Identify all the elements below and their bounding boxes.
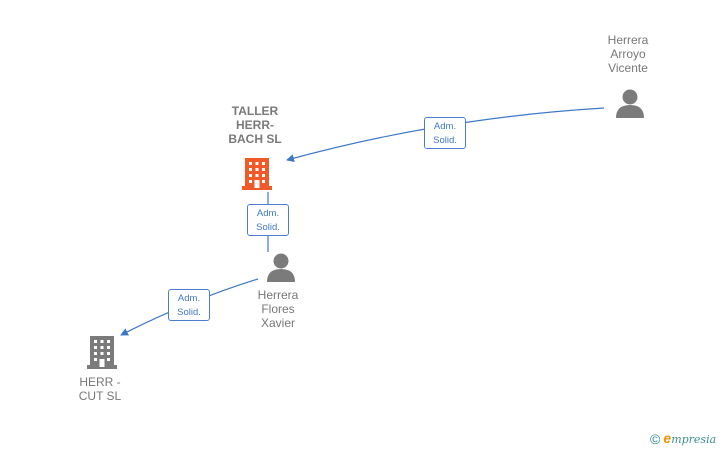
edge-badge-flores-taller[interactable]: Adm. Solid. [247, 204, 289, 236]
person-flores-label[interactable]: Herrera Flores Xavier [257, 288, 299, 330]
company-herrcut-label[interactable]: HERR - CUT SL [78, 375, 122, 403]
edge-role-line2: Solid. [433, 135, 457, 146]
empresia-logo: © empresia [650, 430, 717, 447]
person-arroyo-label[interactable]: Herrera Arroyo Vicente [607, 33, 649, 75]
edge-role-line2: Solid. [177, 307, 201, 318]
brand-e: e [663, 430, 672, 446]
edge-role-line1: Adm. [177, 293, 201, 304]
copyright-symbol: © [650, 431, 661, 447]
edge-badge-flores-herrcut[interactable]: Adm. Solid. [168, 289, 210, 321]
edge-role-line2: Solid. [256, 222, 280, 233]
person-icon[interactable] [265, 252, 297, 282]
company-taller-label[interactable]: TALLER HERR- BACH SL [228, 104, 282, 146]
building-icon[interactable] [86, 334, 118, 370]
edge-badge-arroyo-taller[interactable]: Adm. Solid. [424, 117, 466, 149]
edge-role-line1: Adm. [433, 121, 457, 132]
building-icon[interactable] [241, 156, 273, 190]
edge-role-line1: Adm. [256, 208, 280, 219]
person-icon[interactable] [614, 88, 646, 118]
brand-rest: mpresia [671, 433, 717, 446]
